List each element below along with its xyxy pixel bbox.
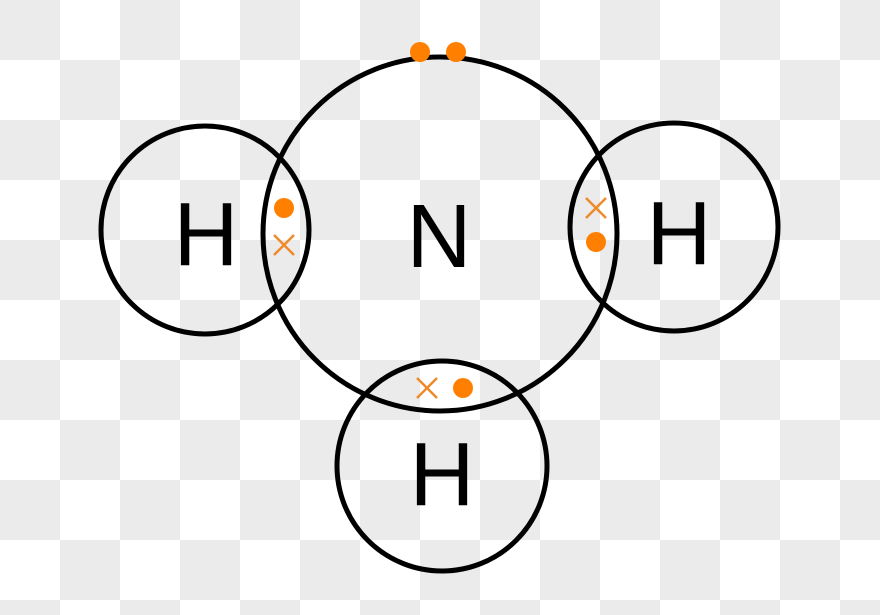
nitrogen-shell (260, 54, 620, 414)
bond-dot-icon (453, 378, 473, 398)
hydrogen-right-label: H (647, 184, 712, 284)
hydrogen-left-shell (98, 123, 312, 337)
bond-cross-icon (585, 197, 607, 219)
lone-pair-dot-icon (446, 42, 466, 62)
bond-cross-icon (273, 234, 295, 256)
bond-cross-icon (416, 377, 438, 399)
nitrogen-label: N (407, 187, 472, 287)
hydrogen-right-shell (567, 120, 781, 334)
bond-dot-icon (274, 198, 294, 218)
hydrogen-bottom-shell (334, 358, 550, 574)
hydrogen-bottom-label: H (410, 425, 475, 525)
bond-dot-icon (586, 232, 606, 252)
lone-pair-dot-icon (410, 42, 430, 62)
hydrogen-left-label: H (174, 185, 239, 285)
